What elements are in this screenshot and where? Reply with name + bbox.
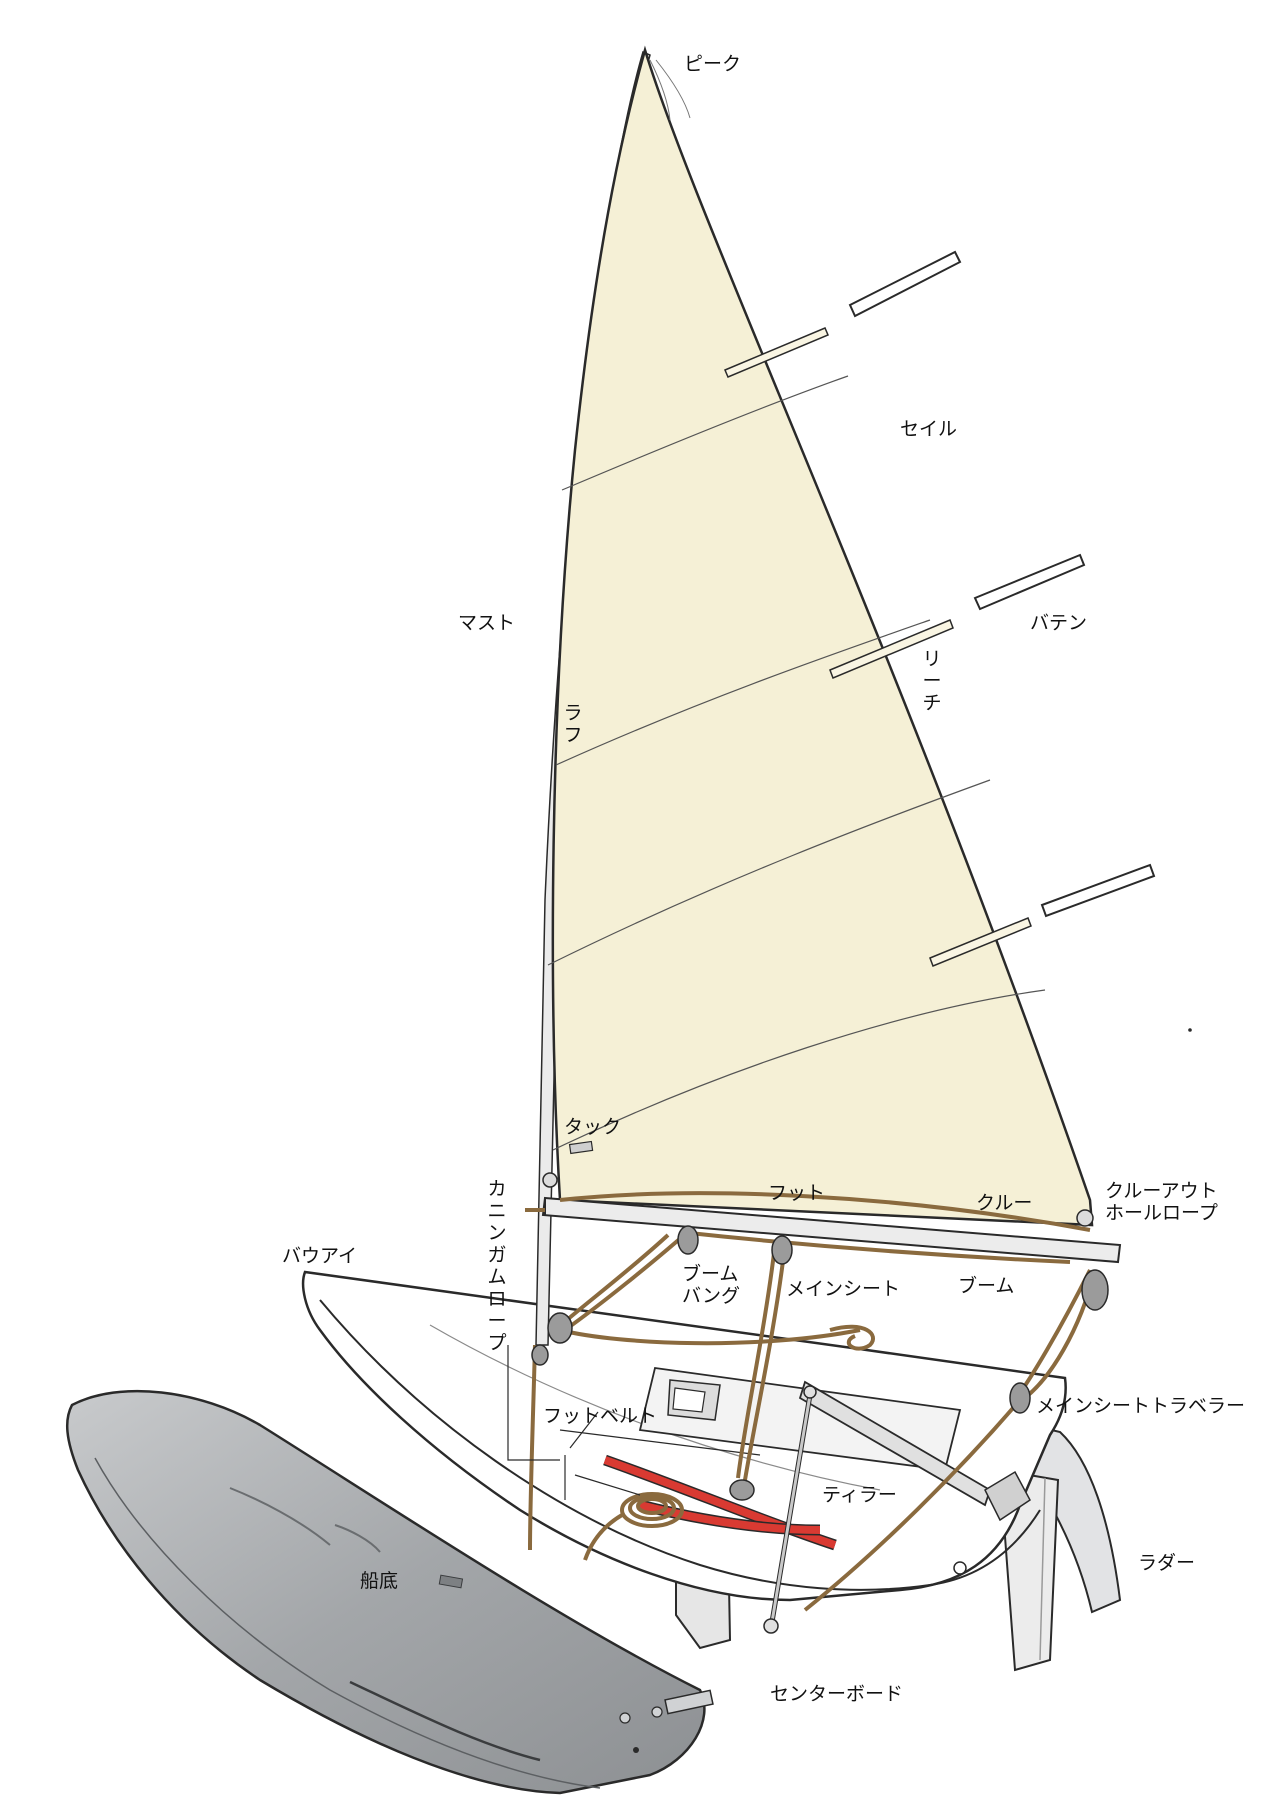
mainsheet-rope	[743, 1244, 787, 1481]
ropes	[525, 1191, 1097, 1612]
hull-bottom-surface	[66, 1389, 706, 1795]
label-boom: ブーム	[958, 1275, 1015, 1297]
label-mainsheet-traveller: メインシートトラベラー	[1036, 1395, 1246, 1417]
batten-2	[973, 553, 1086, 611]
label-clew-outhaul: クルーアウト ホールロープ	[1105, 1180, 1218, 1224]
label-luff: ラフ	[563, 702, 583, 746]
coiled-rope	[583, 1492, 684, 1561]
vang-upper	[563, 1228, 692, 1332]
label-mast: マスト	[458, 612, 516, 634]
traveller-rope	[803, 1398, 1022, 1612]
batten-1	[848, 250, 962, 318]
loose-battens	[848, 250, 1156, 918]
label-peak: ピーク	[684, 53, 742, 75]
label-boom-vang: ブーム バング	[682, 1263, 740, 1307]
blocks	[531, 1172, 1109, 1501]
label-leech: リーチ	[922, 648, 942, 714]
label-foot-strap: フットベルト	[543, 1405, 658, 1427]
label-hull-bottom: 船底	[360, 1570, 399, 1592]
sail-shape	[547, 45, 1094, 1227]
label-boom-vang-line1: ブーム	[682, 1263, 739, 1285]
label-bow-eye: バウアイ	[282, 1245, 358, 1267]
cunningham-rope	[528, 1344, 537, 1551]
hull-bottom-shape	[66, 1389, 714, 1795]
label-sail: セイル	[900, 418, 958, 440]
label-foot: フット	[768, 1182, 826, 1204]
label-centerboard: センターボード	[770, 1683, 904, 1705]
tiller-shape	[763, 1380, 1031, 1634]
outhaul-rope	[559, 1191, 1091, 1232]
label-tiller: ティラー	[822, 1484, 897, 1506]
leader-lines	[507, 1345, 641, 1496]
label-cunningham: カニンガムロープ	[487, 1178, 507, 1354]
vang-loop	[829, 1324, 875, 1351]
label-boom-vang-line2: バング	[682, 1285, 740, 1307]
label-clew: クルー	[976, 1192, 1033, 1214]
vang-tail	[559, 1328, 861, 1346]
label-tack: タック	[564, 1116, 622, 1138]
label-clew-outhaul-line2: ホールロープ	[1105, 1202, 1218, 1224]
label-clew-outhaul-line1: クルーアウト	[1105, 1180, 1218, 1202]
label-mainsheet: メインシート	[786, 1278, 901, 1300]
batten-3	[1040, 863, 1156, 918]
sail-panel	[551, 45, 1094, 1227]
boom-rope	[679, 1230, 1071, 1264]
label-batten: バテン	[1030, 612, 1088, 634]
label-rudder: ラダー	[1138, 1552, 1196, 1574]
foot-strap-shape	[603, 1454, 837, 1551]
